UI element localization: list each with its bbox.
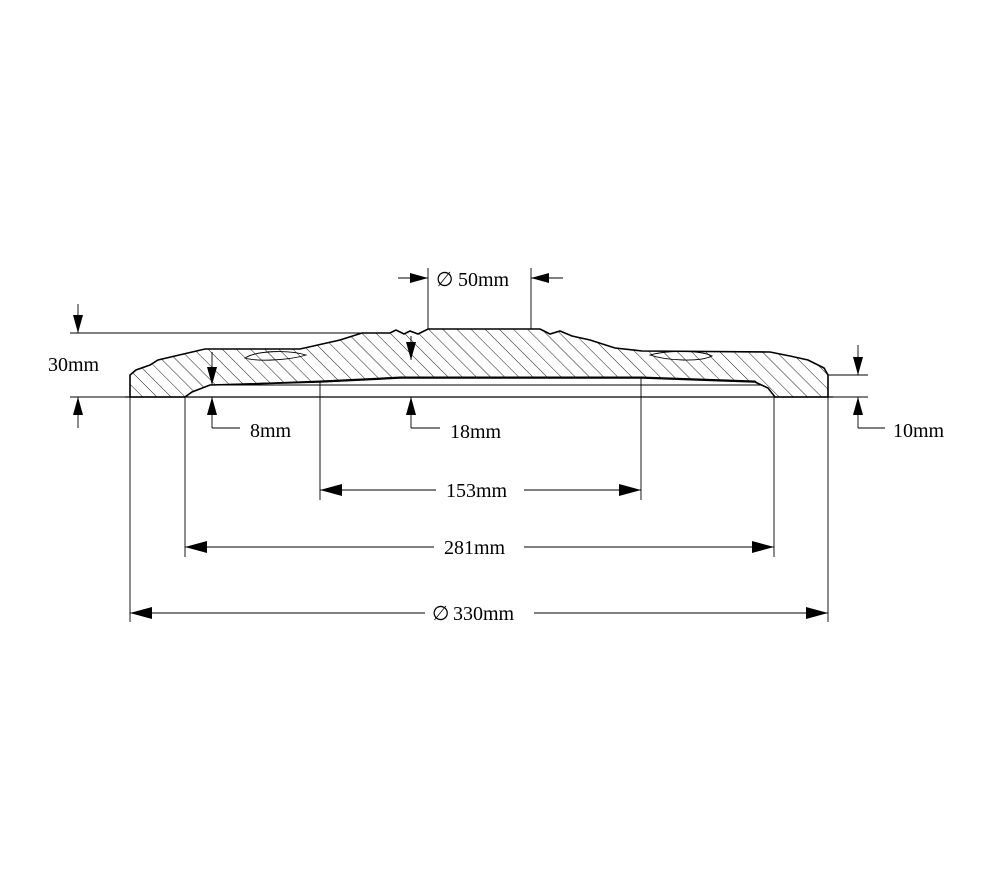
right-recess-pocket (648, 350, 714, 361)
dimension-center-diameter: ∅ 50mm (398, 268, 563, 329)
base-cross-section (125, 328, 833, 398)
dimension-recess-depth: 8mm (207, 352, 292, 442)
dimension-mid-width: 281mm (184, 397, 775, 559)
label-edge-thickness: 10mm (893, 420, 945, 442)
dimension-center-thickness: 18mm (406, 336, 502, 443)
left-recess-pocket (243, 351, 308, 361)
label-center-diameter: 50mm (458, 269, 510, 291)
dimension-edge-thickness: 10mm (828, 345, 945, 442)
diameter-symbol-330: ∅ (432, 603, 449, 625)
dimension-outer-diameter: ∅ 330mm (129, 397, 829, 625)
diameter-symbol-50: ∅ (436, 269, 453, 291)
label-inner-width: 153mm (446, 480, 508, 502)
label-height-total: 30mm (48, 354, 100, 376)
base-inner-channel (211, 376, 762, 386)
label-center-thickness: 18mm (450, 421, 502, 443)
label-recess-depth: 8mm (250, 420, 292, 442)
label-mid-width: 281mm (444, 537, 506, 559)
label-outer-diameter: 330mm (453, 603, 515, 625)
base-profile-outline (129, 328, 829, 398)
dimension-inner-width: 153mm (319, 378, 642, 502)
dimension-height-total: 30mm (48, 304, 390, 428)
